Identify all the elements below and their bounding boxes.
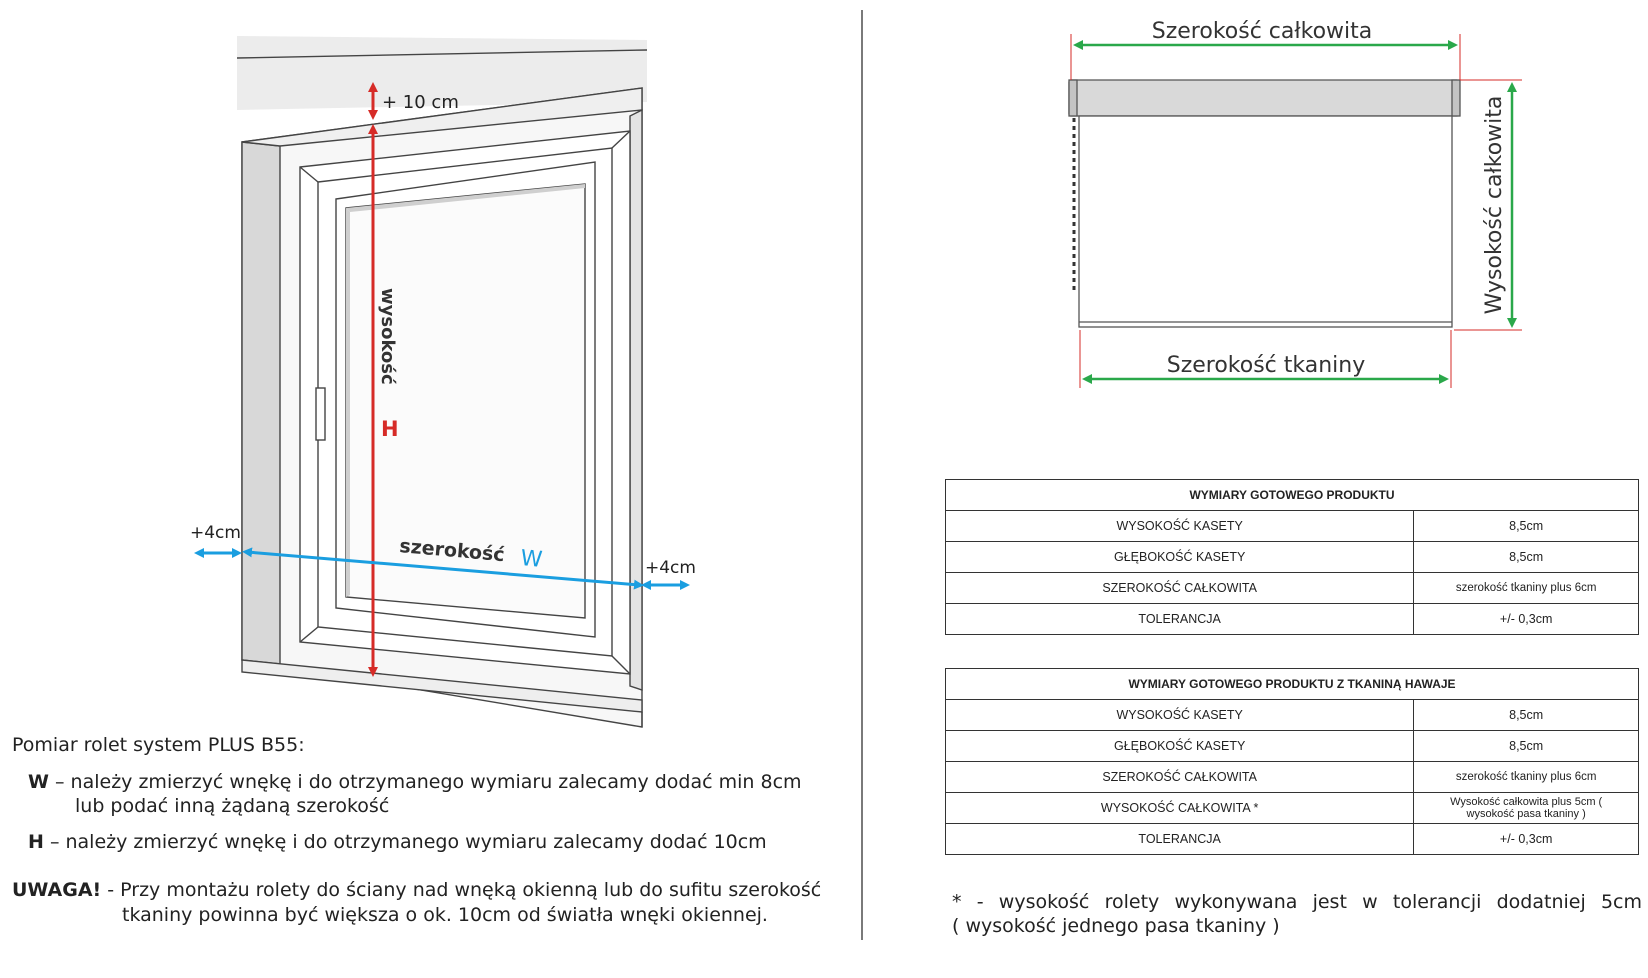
row-label: TOLERANCJA: [944, 603, 1415, 635]
table-header-row: WYMIARY GOTOWEGO PRODUKTU Z TKANINĄ HAWA…: [945, 668, 1639, 700]
width-instruction-text: – należy zmierzyć wnękę i do otrzymanego…: [48, 771, 802, 793]
table-row: WYSOKOŚĆ KASETY 8,5cm: [944, 510, 1639, 542]
footnote-line-1: * - wysokość rolety wykonywana jest w to…: [952, 891, 1642, 913]
table-header-row: WYMIARY GOTOWEGO PRODUKTU: [945, 479, 1639, 511]
row-label: TOLERANCJA: [944, 823, 1415, 855]
footnote-line-2: ( wysokość jednego pasa tkaniny ): [952, 915, 1280, 937]
table-row: SZEROKOŚĆ CAŁKOWITA szerokość tkaniny pl…: [944, 761, 1639, 793]
height-word-label: wysokość: [377, 288, 398, 385]
plus-right-label: +4cm: [645, 558, 696, 578]
table-row: SZEROKOŚĆ CAŁKOWITA szerokość tkaniny pl…: [944, 572, 1639, 604]
height-instruction-text: – należy zmierzyć wnękę i do otrzymanego…: [43, 831, 767, 853]
warning-label: UWAGA!: [12, 879, 102, 901]
table-title: WYMIARY GOTOWEGO PRODUKTU Z TKANINĄ HAWA…: [945, 668, 1639, 700]
table-row: GŁĘBOKOŚĆ KASETY 8,5cm: [944, 730, 1639, 762]
width-arrow: [194, 547, 690, 590]
warning-text: - Przy montażu rolety do ściany nad wnęk…: [101, 879, 822, 901]
table-row: GŁĘBOKOŚĆ KASETY 8,5cm: [944, 541, 1639, 573]
row-label: WYSOKOŚĆ CAŁKOWITA *: [944, 792, 1415, 824]
row-value: 8,5cm: [1413, 510, 1639, 542]
fabric-width-arrow: [1079, 330, 1452, 388]
total-height-arrow: [1454, 79, 1522, 331]
table-row: WYSOKOŚĆ KASETY 8,5cm: [944, 699, 1639, 731]
row-value-line: wysokość pasa tkaniny ): [1466, 808, 1586, 820]
height-instruction-label: H: [28, 831, 44, 853]
window-illustration: [236, 36, 648, 728]
warning-note: UWAGA! - Przy montażu rolety do ściany n…: [12, 878, 821, 902]
row-label: GŁĘBOKOŚĆ KASETY: [944, 541, 1415, 573]
table-row: TOLERANCJA +/- 0,3cm: [944, 603, 1639, 635]
plus-top-label: + 10 cm: [382, 92, 459, 113]
table-row: TOLERANCJA +/- 0,3cm: [944, 823, 1639, 855]
width-instruction-label: W: [28, 771, 49, 793]
row-value-line: Wysokość całkowita plus 5cm (: [1450, 796, 1603, 808]
row-value: Wysokość całkowita plus 5cm ( wysokość p…: [1413, 792, 1639, 824]
height-letter-label: H: [381, 417, 399, 441]
row-value: 8,5cm: [1413, 730, 1639, 762]
hawaje-dimensions-table: WYMIARY GOTOWEGO PRODUKTU Z TKANINĄ HAWA…: [944, 668, 1639, 855]
row-value: szerokość tkaniny plus 6cm: [1413, 761, 1639, 793]
product-dimensions-table: WYMIARY GOTOWEGO PRODUKTU WYSOKOŚĆ KASET…: [944, 479, 1639, 635]
row-label: WYSOKOŚĆ KASETY: [944, 510, 1415, 542]
plus-left-label: +4cm: [190, 523, 241, 543]
height-instruction: H – należy zmierzyć wnękę i do otrzymane…: [28, 830, 767, 854]
row-value: 8,5cm: [1413, 699, 1639, 731]
row-value: 8,5cm: [1413, 541, 1639, 573]
table-row: WYSOKOŚĆ CAŁKOWITA * Wysokość całkowita …: [944, 792, 1639, 824]
row-value: +/- 0,3cm: [1413, 603, 1639, 635]
row-label: WYSOKOŚĆ KASETY: [944, 699, 1415, 731]
width-instruction: W – należy zmierzyć wnękę i do otrzymane…: [28, 770, 802, 794]
width-instruction-cont: lub podać inną żądaną szerokość: [75, 795, 390, 817]
total-width-arrow: [1070, 34, 1461, 80]
row-value: szerokość tkaniny plus 6cm: [1413, 572, 1639, 604]
warning-note-cont: tkaniny powinna być większa o ok. 10cm o…: [122, 904, 768, 926]
fabric-width-label: Szerokość tkaniny: [1167, 353, 1366, 378]
row-label: GŁĘBOKOŚĆ KASETY: [944, 730, 1415, 762]
width-letter-label: W: [519, 546, 543, 573]
total-width-label: Szerokość całkowita: [1152, 19, 1373, 44]
table-title: WYMIARY GOTOWEGO PRODUKTU: [945, 479, 1639, 511]
row-label: SZEROKOŚĆ CAŁKOWITA: [944, 572, 1415, 604]
row-label: SZEROKOŚĆ CAŁKOWITA: [944, 761, 1415, 793]
measurement-title: Pomiar rolet system PLUS B55:: [12, 734, 305, 756]
total-height-label: Wysokość całkowita: [1482, 96, 1507, 315]
row-value: +/- 0,3cm: [1413, 823, 1639, 855]
blind-illustration: [1068, 79, 1461, 328]
